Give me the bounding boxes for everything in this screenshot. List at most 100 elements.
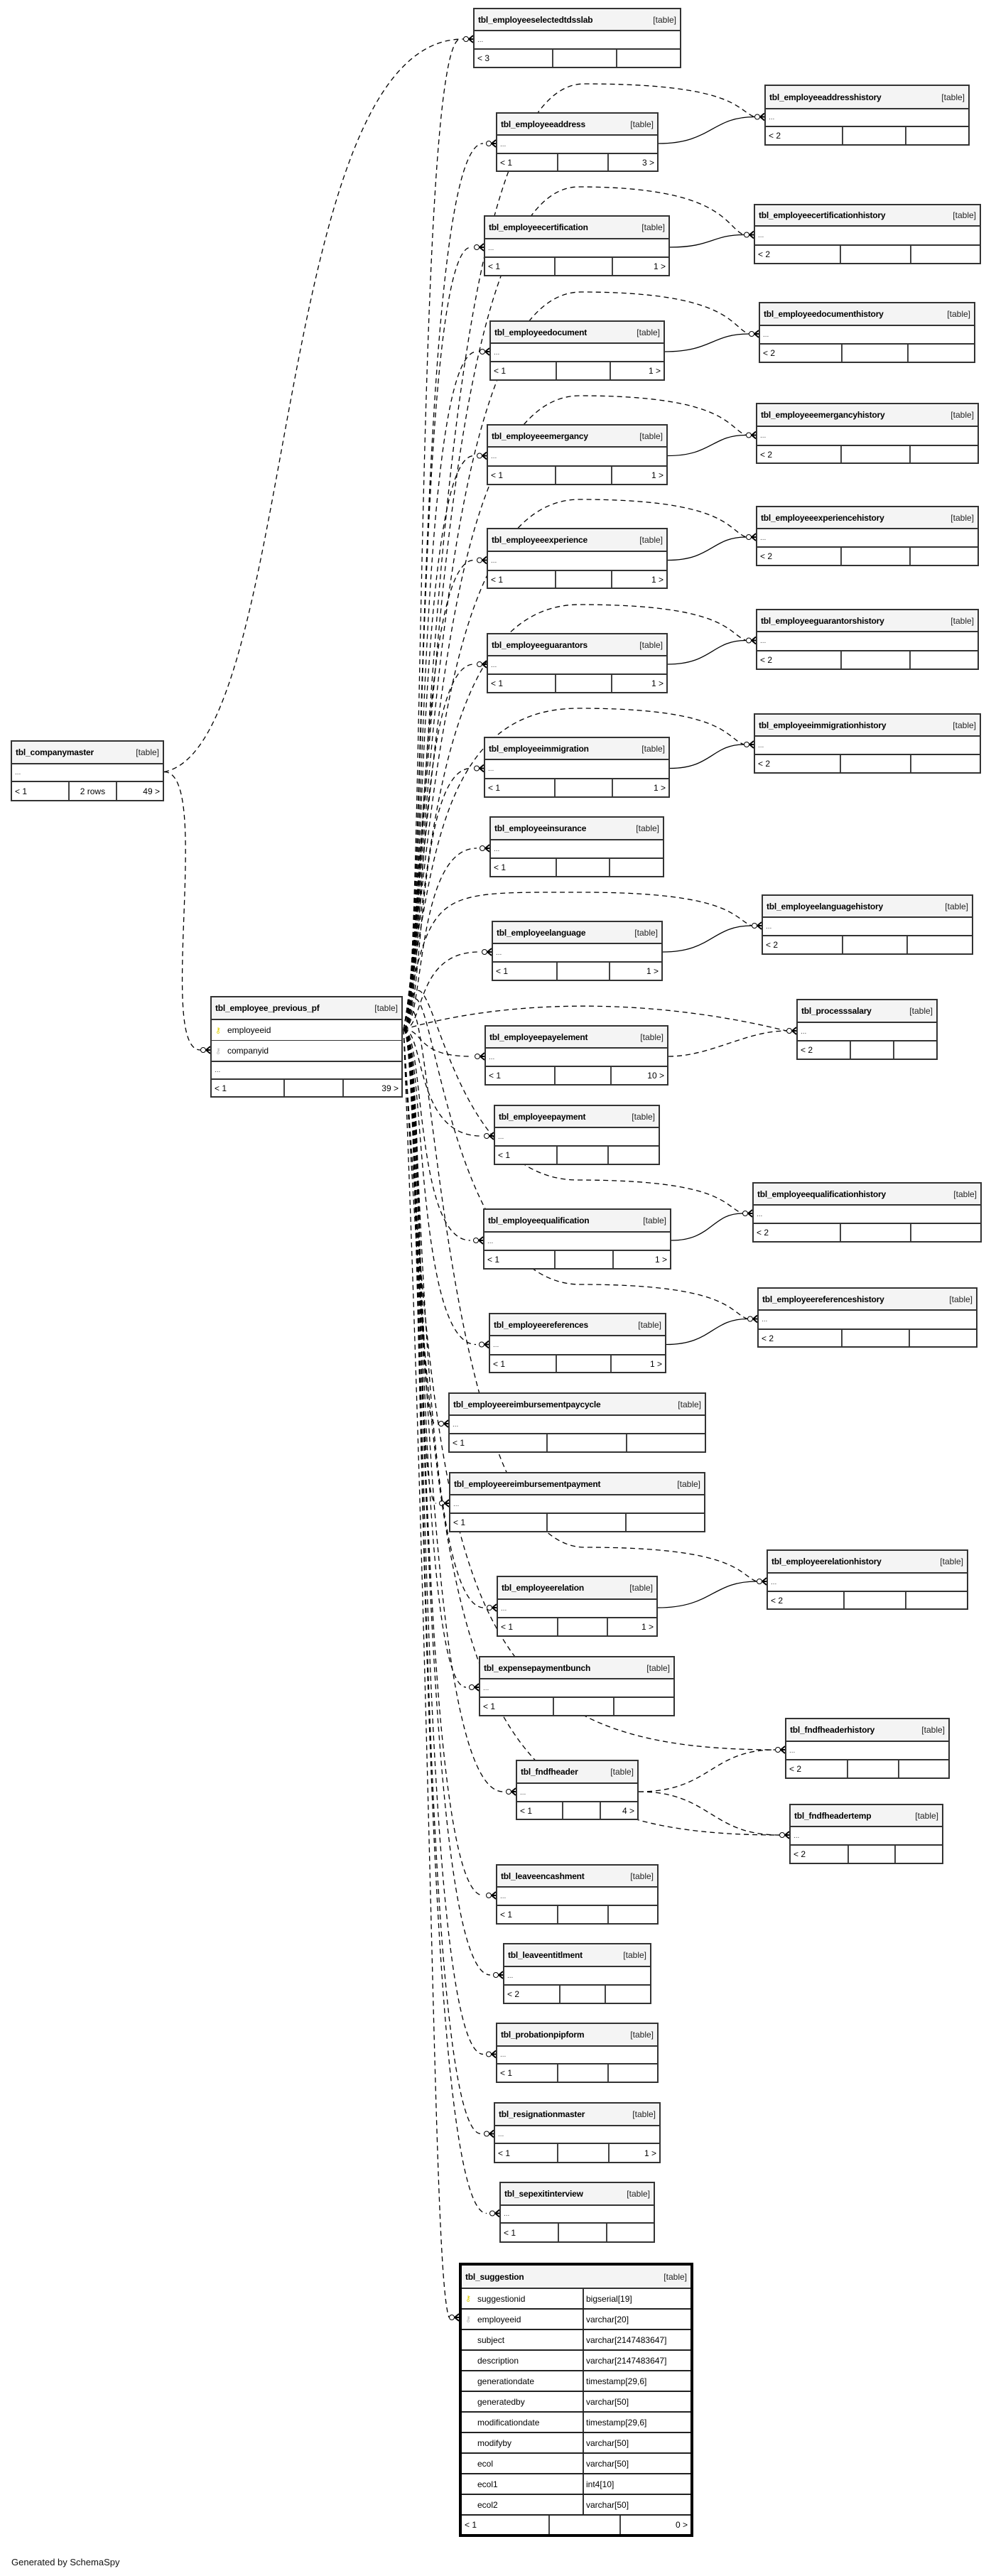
table-header[interactable]: tbl_employeerelationhistory[table] bbox=[768, 1551, 967, 1574]
table-tbl-employeepayment[interactable]: tbl_employeepayment[table]...< 1 bbox=[494, 1105, 660, 1165]
parents-count[interactable]: < 2 bbox=[786, 1760, 849, 1777]
children-count[interactable] bbox=[911, 755, 980, 772]
table-header[interactable]: tbl_employeedocumenthistory[table] bbox=[760, 303, 974, 326]
children-count[interactable]: 39 > bbox=[381, 1083, 399, 1093]
children-count[interactable] bbox=[614, 1698, 673, 1715]
table-header[interactable]: tbl_suggestion[table] bbox=[462, 2266, 691, 2289]
column-name[interactable]: description bbox=[477, 2355, 519, 2366]
table-tbl-employeereferenceshistory[interactable]: tbl_employeereferenceshistory[table]...<… bbox=[757, 1287, 978, 1348]
table-name[interactable]: tbl_employeeemergancy bbox=[492, 431, 588, 441]
table-name[interactable]: tbl_processsalary bbox=[801, 1006, 872, 1016]
table-name[interactable]: tbl_fndfheadertemp bbox=[794, 1810, 872, 1821]
children-count[interactable] bbox=[908, 936, 972, 953]
children-count[interactable]: 49 > bbox=[143, 786, 160, 796]
parents-count[interactable]: < 1 bbox=[484, 1251, 556, 1268]
children-count[interactable] bbox=[911, 1224, 980, 1241]
parents-count[interactable]: < 1 bbox=[485, 779, 556, 796]
table-header[interactable]: tbl_employeeinsurance[table] bbox=[491, 818, 663, 840]
table-header[interactable]: tbl_fndfheaderhistory[table] bbox=[786, 1719, 948, 1742]
table-tbl-employeeselectedtdsslab[interactable]: tbl_employeeselectedtdsslab[table]...< 3 bbox=[473, 8, 681, 68]
children-count[interactable] bbox=[911, 651, 978, 669]
table-tbl-employeeaddresshistory[interactable]: tbl_employeeaddresshistory[table]...< 2 bbox=[764, 85, 970, 146]
table-name[interactable]: tbl_employeequalificationhistory bbox=[757, 1189, 886, 1199]
table-header[interactable]: tbl_employeeguarantorshistory[table] bbox=[757, 610, 978, 632]
table-name[interactable]: tbl_employeeimmigrationhistory bbox=[759, 720, 887, 730]
column-name[interactable]: employeeid bbox=[227, 1025, 271, 1035]
table-name[interactable]: tbl_resignationmaster bbox=[499, 2109, 585, 2119]
table-name[interactable]: tbl_employeequalification bbox=[488, 1216, 590, 1225]
table-tbl-leaveencashment[interactable]: tbl_leaveencashment[table]...< 1 bbox=[496, 1864, 659, 1925]
table-header[interactable]: tbl_employeeexperience[table] bbox=[488, 529, 666, 552]
children-count[interactable]: 1 > bbox=[644, 2148, 656, 2158]
parents-count[interactable]: < 2 bbox=[760, 345, 843, 362]
children-count[interactable] bbox=[607, 2224, 654, 2241]
children-count[interactable]: 1 > bbox=[651, 470, 664, 480]
table-name[interactable]: tbl_employeereferences bbox=[494, 1319, 589, 1330]
table-tbl-employee-previous-pf[interactable]: tbl_employee_previous_pf[table]⚷employee… bbox=[210, 996, 403, 1098]
table-header[interactable]: tbl_employee_previous_pf[table] bbox=[212, 997, 401, 1020]
column-name[interactable]: ecol bbox=[477, 2458, 494, 2469]
table-header[interactable]: tbl_employeelanguage[table] bbox=[493, 922, 661, 944]
children-count[interactable]: 10 > bbox=[647, 1071, 664, 1081]
table-name[interactable]: tbl_employeeinsurance bbox=[494, 823, 587, 833]
table-name[interactable]: tbl_employeeexperience bbox=[492, 535, 588, 545]
column-row[interactable]: ⚷companyid bbox=[212, 1041, 401, 1061]
column-name[interactable]: modificationdate bbox=[477, 2417, 540, 2428]
children-count[interactable]: 1 > bbox=[653, 783, 666, 793]
table-name[interactable]: tbl_expensepaymentbunch bbox=[484, 1662, 591, 1673]
children-count[interactable] bbox=[911, 446, 978, 462]
children-count[interactable]: 1 > bbox=[651, 678, 664, 688]
table-header[interactable]: tbl_employeepayment[table] bbox=[495, 1106, 659, 1128]
table-tbl-fndfheadertemp[interactable]: tbl_fndfheadertemp[table]...< 2 bbox=[789, 1804, 943, 1864]
table-tbl-employeereimbursementpayment[interactable]: tbl_employeereimbursementpayment[table].… bbox=[449, 1472, 705, 1532]
table-tbl-employeecertificationhistory[interactable]: tbl_employeecertificationhistory[table].… bbox=[754, 204, 981, 264]
table-header[interactable]: tbl_resignationmaster[table] bbox=[495, 2104, 659, 2126]
table-tbl-probationpipform[interactable]: tbl_probationpipform[table]...< 1 bbox=[496, 2023, 659, 2083]
parents-count[interactable]: < 3 bbox=[475, 50, 554, 67]
table-header[interactable]: tbl_employeereferences[table] bbox=[490, 1314, 665, 1336]
table-name[interactable]: tbl_companymaster bbox=[16, 747, 94, 757]
children-count[interactable]: 1 > bbox=[654, 1255, 667, 1265]
parents-count[interactable]: < 1 bbox=[498, 1618, 559, 1635]
table-tbl-processsalary[interactable]: tbl_processsalary[table]...< 2 bbox=[796, 999, 938, 1060]
table-tbl-employeeemergancyhistory[interactable]: tbl_employeeemergancyhistory[table]...< … bbox=[756, 403, 979, 464]
parents-count[interactable]: < 2 bbox=[754, 1224, 841, 1241]
table-header[interactable]: tbl_probationpipform[table] bbox=[497, 2024, 657, 2047]
table-header[interactable]: tbl_employeereferenceshistory[table] bbox=[759, 1289, 976, 1311]
table-name[interactable]: tbl_leaveentitlment bbox=[508, 1950, 583, 1960]
children-count[interactable] bbox=[610, 859, 663, 876]
column-name[interactable]: generationdate bbox=[477, 2376, 535, 2386]
table-header[interactable]: tbl_fndfheader[table] bbox=[517, 1761, 637, 1784]
parents-count[interactable]: < 1 bbox=[488, 467, 557, 484]
table-tbl-expensepaymentbunch[interactable]: tbl_expensepaymentbunch[table]...< 1 bbox=[479, 1656, 675, 1716]
table-header[interactable]: tbl_employeeemergancyhistory[table] bbox=[757, 404, 978, 427]
table-name[interactable]: tbl_employeereferenceshistory bbox=[762, 1294, 884, 1304]
table-name[interactable]: tbl_probationpipform bbox=[501, 2030, 585, 2040]
children-count[interactable] bbox=[609, 1906, 657, 1923]
table-name[interactable]: tbl_employeeaddress bbox=[501, 119, 585, 129]
parents-count[interactable]: < 1 bbox=[493, 963, 558, 980]
table-tbl-fndfheaderhistory[interactable]: tbl_fndfheaderhistory[table]...< 2 bbox=[785, 1718, 950, 1779]
column-name[interactable]: ecol2 bbox=[477, 2499, 498, 2510]
table-tbl-leaveentitlment[interactable]: tbl_leaveentitlment[table]...< 2 bbox=[503, 1943, 651, 2004]
table-header[interactable]: tbl_employeepayelement[table] bbox=[486, 1027, 667, 1049]
parents-count[interactable]: < 1 bbox=[491, 859, 557, 876]
children-count[interactable]: 1 > bbox=[651, 574, 664, 585]
children-count[interactable]: 3 > bbox=[642, 157, 655, 168]
parents-count[interactable]: < 2 bbox=[768, 1592, 845, 1608]
table-name[interactable]: tbl_employeeselectedtdsslab bbox=[478, 14, 593, 25]
table-tbl-employeeinsurance[interactable]: tbl_employeeinsurance[table]...< 1 bbox=[489, 816, 664, 877]
parents-count[interactable]: < 1 bbox=[501, 2224, 560, 2241]
parents-count[interactable]: < 2 bbox=[791, 1846, 849, 1863]
parents-count[interactable]: < 1 bbox=[450, 1514, 548, 1531]
table-tbl-sepexitinterview[interactable]: tbl_sepexitinterview[table]...< 1 bbox=[499, 2182, 655, 2243]
children-count[interactable] bbox=[909, 345, 974, 362]
column-name[interactable]: employeeid bbox=[477, 2314, 521, 2325]
